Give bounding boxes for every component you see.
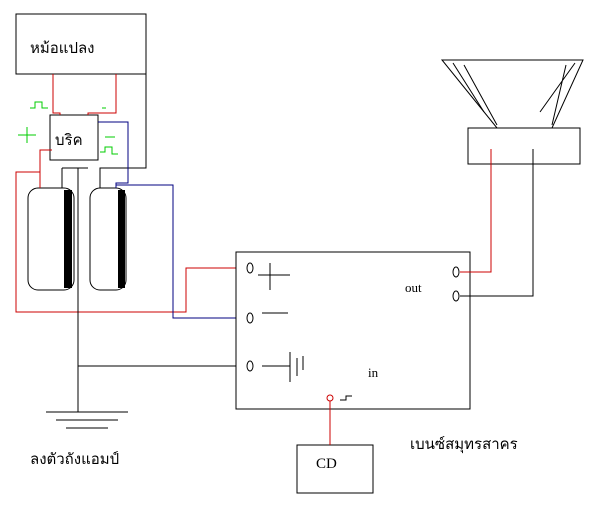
ac-symbols (18, 101, 118, 155)
transformer-label: หม้อแปลง (30, 39, 95, 57)
amplifier-box: out in (235, 251, 471, 410)
capacitor-1 (27, 187, 75, 291)
in-label: in (368, 365, 379, 380)
power-supply-wires (15, 74, 243, 412)
ground-symbol (46, 411, 128, 429)
amplifier-label: เบนซ์สมุทรสาคร (410, 435, 518, 454)
ground-label: ลงตัวถังแอมป์ (30, 450, 119, 468)
cd-label: CD (316, 456, 337, 472)
out-label: out (405, 280, 422, 295)
capacitor-2 (89, 187, 127, 291)
bridge-rectifier-box: บริค (49, 114, 99, 161)
cd-box: CD (296, 444, 374, 494)
bridge-label: บริค (55, 131, 83, 149)
transformer-box: หม้อแปลง (15, 13, 147, 75)
speaker-wires (460, 149, 534, 297)
speaker-icon (440, 59, 584, 165)
